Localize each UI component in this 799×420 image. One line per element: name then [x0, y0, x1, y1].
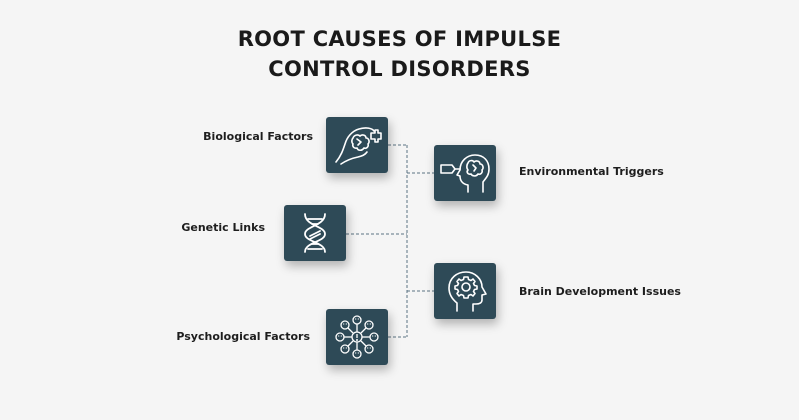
brain-in-hand-icon [335, 127, 382, 165]
psychological-factors-tile [326, 309, 388, 365]
dna-icon [304, 213, 326, 253]
brain-development-issues-tile [434, 263, 496, 319]
genetic-links-tile [284, 205, 346, 261]
title-line-1: ROOT CAUSES OF IMPULSE [237, 27, 562, 51]
title-line-2: CONTROL DISORDERS [268, 57, 531, 81]
environmental-triggers-label: Environmental Triggers [519, 165, 664, 178]
page-title: ROOT CAUSES OF IMPULSE CONTROL DISORDERS [0, 24, 799, 84]
psychological-factors-label: Psychological Factors [176, 330, 310, 343]
head-with-gear-icon [448, 271, 487, 312]
emotions-icon [335, 315, 379, 359]
environmental-triggers-tile [434, 145, 496, 201]
genetic-links-label: Genetic Links [181, 221, 265, 234]
biological-factors-tile [326, 117, 388, 173]
brain-development-issues-label: Brain Development Issues [519, 285, 681, 298]
head-with-brain-icon [440, 154, 490, 193]
biological-factors-label: Biological Factors [203, 130, 313, 143]
